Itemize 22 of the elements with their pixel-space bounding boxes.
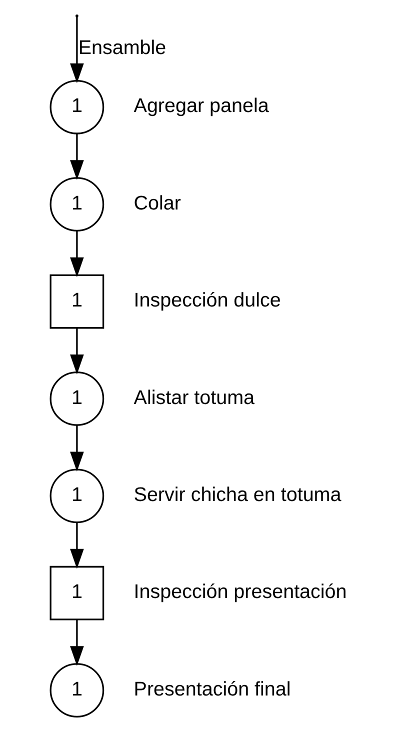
node-box: 1 [49,566,104,620]
node-circle: 1 [49,372,104,426]
node-label: Colar [133,192,180,214]
node-label: Presentación final [133,678,290,700]
node-label: Agregar panela [133,95,268,118]
arrow [70,231,84,278]
node-circle: 1 [49,663,104,718]
node-label: Inspección dulce [133,290,280,312]
edge-label: Ensamble [78,36,166,59]
arrow [70,620,84,666]
node-box: 1 [49,274,104,329]
node-label: Servir chicha en totuma [133,484,341,506]
node-circle: 1 [49,80,104,134]
arrow [70,16,84,84]
arrow [70,522,84,569]
arrow [70,426,84,472]
node-label: Inspección presentación [133,581,346,604]
node-circle: 1 [49,177,104,232]
arrow [70,328,84,374]
arrow [70,134,84,180]
node-label: Alistar totuma [133,386,254,409]
node-circle: 1 [49,468,104,524]
